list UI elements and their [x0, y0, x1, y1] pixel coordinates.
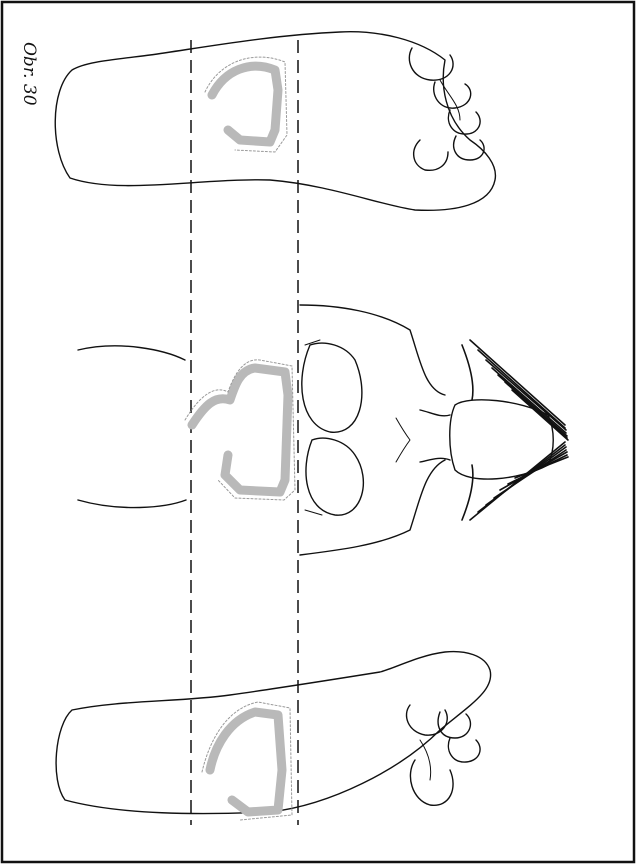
arm-line-bottom — [78, 500, 186, 508]
hip-top — [300, 305, 445, 395]
collarbone — [396, 418, 410, 462]
toe-7 — [438, 712, 470, 738]
toe-crease — [440, 80, 460, 120]
toe-9 — [410, 760, 453, 805]
figure-label: Obr. 30 — [19, 42, 39, 106]
hip-bottom — [300, 460, 445, 555]
toe-8 — [448, 738, 480, 762]
foot-sole-top — [55, 32, 495, 211]
arm-line-top — [78, 346, 185, 360]
foot-sole-bottom — [56, 652, 491, 820]
colon-zone-torso — [192, 368, 288, 492]
toe-1 — [409, 48, 453, 80]
neck-top — [420, 410, 450, 416]
human-torso — [78, 305, 568, 555]
toe-5 — [414, 140, 448, 170]
breast-bottom — [306, 438, 363, 515]
toe-2 — [434, 82, 471, 108]
colon-zone-top-foot — [212, 66, 278, 142]
breast-top — [302, 343, 362, 432]
toe-3 — [448, 110, 480, 134]
